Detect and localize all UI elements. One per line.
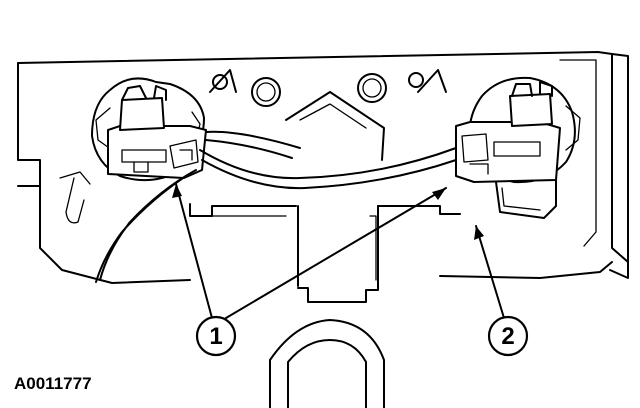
- leader-lines: [172, 183, 505, 319]
- left-connector: [107, 85, 207, 179]
- callout-2: 2: [487, 315, 529, 357]
- callout-1: 1: [195, 315, 237, 357]
- lower-socket: [269, 319, 385, 408]
- lens-housing: [17, 51, 629, 284]
- wiring-harness: [59, 130, 457, 283]
- right-connector: [455, 81, 561, 219]
- callout-1-number: 1: [209, 323, 222, 350]
- panel-holes: [209, 69, 447, 161]
- callout-2-number: 2: [501, 323, 514, 350]
- center-bracket: [189, 203, 461, 303]
- figure-id-label: A0011777: [14, 374, 92, 393]
